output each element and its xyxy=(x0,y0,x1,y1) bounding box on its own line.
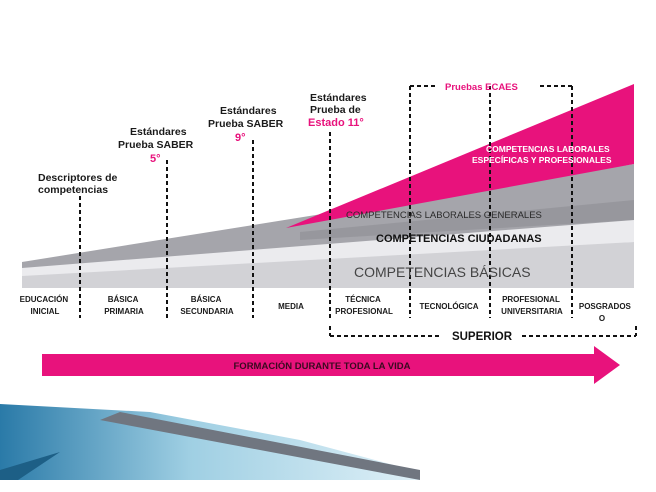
level-secundaria: BÁSICA SECUNDARIA xyxy=(180,295,234,316)
label-superior: SUPERIOR xyxy=(452,331,513,343)
level-tecnica: TÉCNICA PROFESIONAL xyxy=(335,295,393,316)
slide-swoosh-gray xyxy=(100,412,420,480)
label-saber9: Estándares Prueba SABER xyxy=(208,105,284,130)
label-saber5: Estándares Prueba SABER xyxy=(118,126,194,151)
label-saber5-grade: 5° xyxy=(150,153,161,165)
superior-bracket xyxy=(329,326,637,337)
label-ciudadanas: COMPETENCIAS CIUDADANAS xyxy=(376,233,542,245)
level-media: MEDIA xyxy=(278,302,304,311)
label-lifelong-arrow: FORMACIÓN DURANTE TODA LA VIDA xyxy=(234,360,411,372)
level-posgrados: POSGRADOS O xyxy=(579,302,633,323)
milestone-lines xyxy=(79,85,573,318)
label-laborales-generales: COMPETENCIAS LABORALES GENERALES xyxy=(346,210,542,221)
label-basicas: COMPETENCIAS BÁSICAS xyxy=(354,264,531,280)
label-estado11: Estándares Prueba de xyxy=(310,92,370,116)
level-universitaria: PROFESIONAL UNIVERSITARIA xyxy=(501,295,563,316)
level-primaria: BÁSICA PRIMARIA xyxy=(104,295,144,316)
slide-bottom-bar xyxy=(0,480,656,492)
label-descriptores: Descriptores de competencias xyxy=(38,172,120,196)
label-laborales-especificas: COMPETENCIAS LABORALES ESPECÍFICAS Y PRO… xyxy=(472,144,612,165)
level-inicial: EDUCACIÓN INICIAL xyxy=(20,295,71,316)
band-competencias-ciudadanas xyxy=(22,220,634,276)
band-competencias-laborales-especificas xyxy=(286,84,634,228)
label-estado11-grade: Estado 11° xyxy=(308,117,364,129)
label-ecaes: Pruebas ECAES xyxy=(445,82,518,93)
band-competencias-basicas xyxy=(22,242,634,288)
education-levels: EDUCACIÓN INICIAL BÁSICA PRIMARIA BÁSICA… xyxy=(20,295,633,323)
slide-swoosh-light xyxy=(0,404,420,480)
band-seam xyxy=(300,200,634,240)
level-tecnologica: TECNOLÓGICA xyxy=(419,302,478,311)
label-saber9-grade: 9° xyxy=(235,132,246,144)
lifelong-arrow xyxy=(42,346,620,384)
